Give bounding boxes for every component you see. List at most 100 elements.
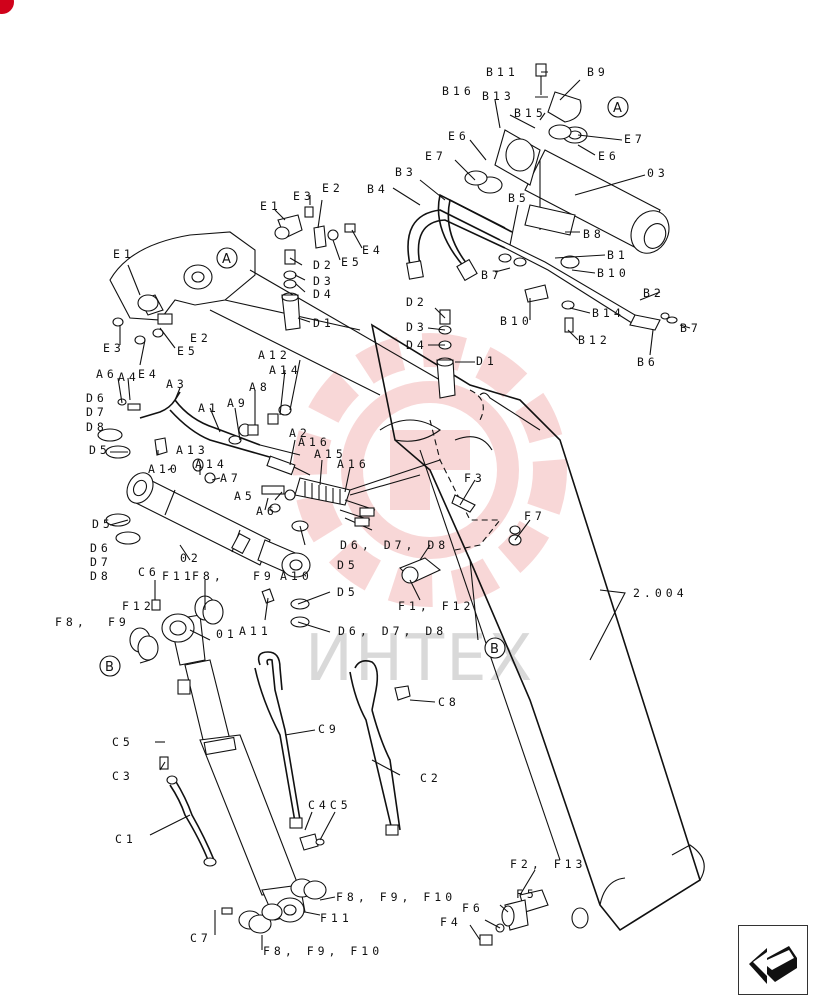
- label-d1-top: D1: [313, 316, 335, 330]
- label-f1-f12: F1, F12: [398, 599, 474, 613]
- hoses-b: [406, 193, 678, 333]
- label-c9: C9: [318, 722, 340, 736]
- ref-circle-b-boom: B: [484, 637, 506, 659]
- label-e6-right: E6: [598, 149, 620, 163]
- label-c7: C7: [190, 931, 212, 945]
- label-b2: B2: [643, 286, 665, 300]
- label-b10-right: B10: [597, 266, 630, 280]
- label-a12: A12: [258, 348, 291, 362]
- cylinder-03: [464, 63, 670, 254]
- label-a14-top: A14: [269, 363, 302, 377]
- label-d6d7d8-mid: D6, D7, D8: [340, 538, 449, 552]
- label-d5-mid: D5: [337, 558, 359, 572]
- label-a2: A2: [289, 426, 311, 440]
- label-b3: B3: [395, 165, 417, 179]
- label-b15: B15: [514, 106, 547, 120]
- label-e3-top: E3: [293, 189, 315, 203]
- hidden-lines: [429, 389, 502, 551]
- label-e1-left: E1: [113, 247, 135, 261]
- label-a14-mid: A14: [195, 457, 228, 471]
- label-d7-left2: D7: [90, 555, 112, 569]
- label-a16-a: A16: [298, 435, 331, 449]
- return-arrow-icon: [749, 946, 797, 984]
- label-c1: C1: [115, 832, 137, 846]
- label-a8: A8: [249, 380, 271, 394]
- label-e5-left: E5: [177, 344, 199, 358]
- label-e7-right: E7: [624, 132, 646, 146]
- label-f4: F4: [440, 915, 462, 929]
- label-d5-bottom: D5: [337, 585, 359, 599]
- label-a6-top: A6: [96, 367, 118, 381]
- label-b7-right: B7: [680, 321, 702, 335]
- label-f7: F7: [524, 509, 546, 523]
- label-b12: B12: [578, 333, 611, 347]
- label-a1: A1: [198, 401, 220, 415]
- label-a3: A3: [166, 377, 188, 391]
- label-a10-bottom: A10: [280, 569, 313, 583]
- label-d6-left2: D6: [90, 541, 112, 555]
- label-e3-left: E3: [103, 341, 125, 355]
- label-b8: B8: [583, 227, 605, 241]
- label-f6: F6: [462, 901, 484, 915]
- watermark-text: ИНТЕХ: [305, 622, 534, 696]
- label-d7-left: D7: [86, 405, 108, 419]
- part-labels: B11 B9 B16 B13 B15 E6 E7 E6 E7 03 B3 B4 …: [55, 65, 702, 958]
- label-e1-top: E1: [260, 199, 282, 213]
- label-d4-top: D4: [313, 287, 335, 301]
- label-f8f9f10-right: F8, F9, F10: [336, 890, 456, 904]
- label-d5-left: D5: [89, 443, 111, 457]
- label-a4: A4: [118, 370, 140, 384]
- label-f9-top: F9: [253, 569, 275, 583]
- label-c5-left: C5: [112, 735, 134, 749]
- label-d4-mid: D4: [406, 338, 428, 352]
- ref-circle-a-top: A: [607, 96, 629, 118]
- label-b16: B16: [442, 84, 475, 98]
- label-e2-top: E2: [322, 181, 344, 195]
- label-b1: B1: [607, 248, 629, 262]
- label-b11: B11: [486, 65, 519, 79]
- parts-f: [479, 889, 549, 946]
- label-d5-left2: D5: [92, 517, 114, 531]
- label-f9-left: F9: [108, 615, 130, 629]
- label-part-02: 02: [180, 551, 202, 565]
- label-b5: B5: [508, 191, 530, 205]
- label-d8-left2: D8: [90, 569, 112, 583]
- label-f2-f13: F2, F13: [510, 857, 586, 871]
- label-d3-mid: D3: [406, 320, 428, 334]
- ref-circle-a-bracket: A: [216, 247, 238, 269]
- label-c2: C2: [420, 771, 442, 785]
- label-f8f9f10-bottom: F8, F9, F10: [263, 944, 383, 958]
- pins-d: [281, 249, 456, 399]
- svg-text:B: B: [490, 642, 499, 657]
- label-b14: B14: [592, 306, 625, 320]
- label-e4-left: E4: [138, 367, 160, 381]
- label-d2-top: D2: [313, 258, 335, 272]
- label-a9: A9: [227, 396, 249, 410]
- label-e4-top: E4: [362, 243, 384, 257]
- label-part-01: 01: [216, 627, 238, 641]
- label-e5-top: E5: [341, 255, 363, 269]
- label-f3: F3: [464, 471, 486, 485]
- return-navigation-button[interactable]: [738, 925, 808, 995]
- label-a16-b: A16: [337, 457, 370, 471]
- pipes-c: [155, 651, 411, 867]
- label-e2-left: E2: [190, 331, 212, 345]
- label-f8-left: F8,: [55, 615, 88, 629]
- label-part-2004: 2.004: [633, 586, 688, 600]
- label-e6-top: E6: [448, 129, 470, 143]
- label-a6-mid: A6: [256, 504, 278, 518]
- label-c6: C6: [138, 565, 160, 579]
- label-a5: A5: [234, 489, 256, 503]
- label-a7: A7: [220, 471, 242, 485]
- svg-text:A: A: [613, 101, 622, 116]
- label-d3-top: D3: [313, 274, 335, 288]
- label-b10-left: B10: [500, 314, 533, 328]
- label-b7-left: B7: [481, 268, 503, 282]
- svg-text:A: A: [222, 252, 231, 267]
- label-d2-mid: D2: [406, 295, 428, 309]
- label-d1-mid: D1: [476, 354, 498, 368]
- label-b4: B4: [367, 182, 389, 196]
- label-d8-left: D8: [86, 420, 108, 434]
